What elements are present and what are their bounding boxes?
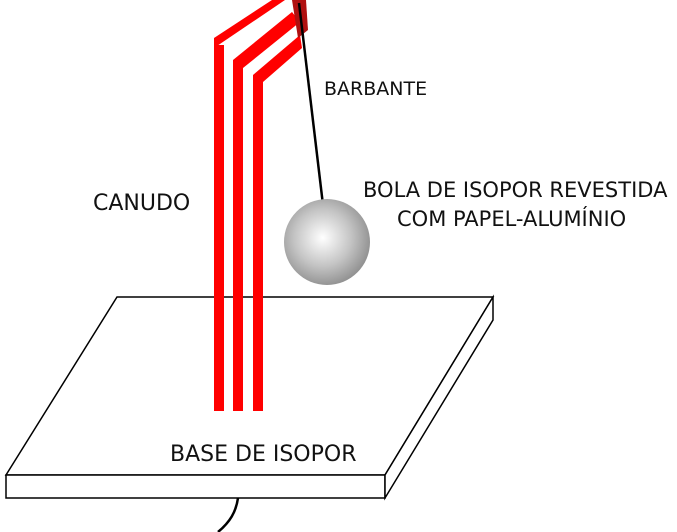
straw-stripe-right	[253, 75, 263, 411]
ball-label-line1: BOLA DE ISOPOR REVESTIDA	[363, 178, 668, 202]
base-label: BASE DE ISOPOR	[170, 442, 356, 467]
base-front-face	[5, 474, 386, 499]
ground-wire	[217, 497, 240, 532]
foam-base	[4, 294, 495, 501]
base-side-face	[384, 294, 494, 501]
foil-ball	[284, 199, 370, 285]
straw-stripe-left	[214, 45, 224, 411]
straw-stripe-center	[233, 60, 243, 411]
straw-top-stripe-left	[214, 0, 285, 48]
string-label: BARBANTE	[324, 78, 427, 100]
straw-top-stripe-center	[233, 12, 300, 68]
string-line	[297, 2, 325, 206]
straw-top-stripe-right	[253, 35, 302, 82]
straw	[214, 0, 308, 411]
straw-label: CANUDO	[93, 191, 190, 216]
ball-label-line2: COM PAPEL-ALUMÍNIO	[397, 206, 626, 231]
